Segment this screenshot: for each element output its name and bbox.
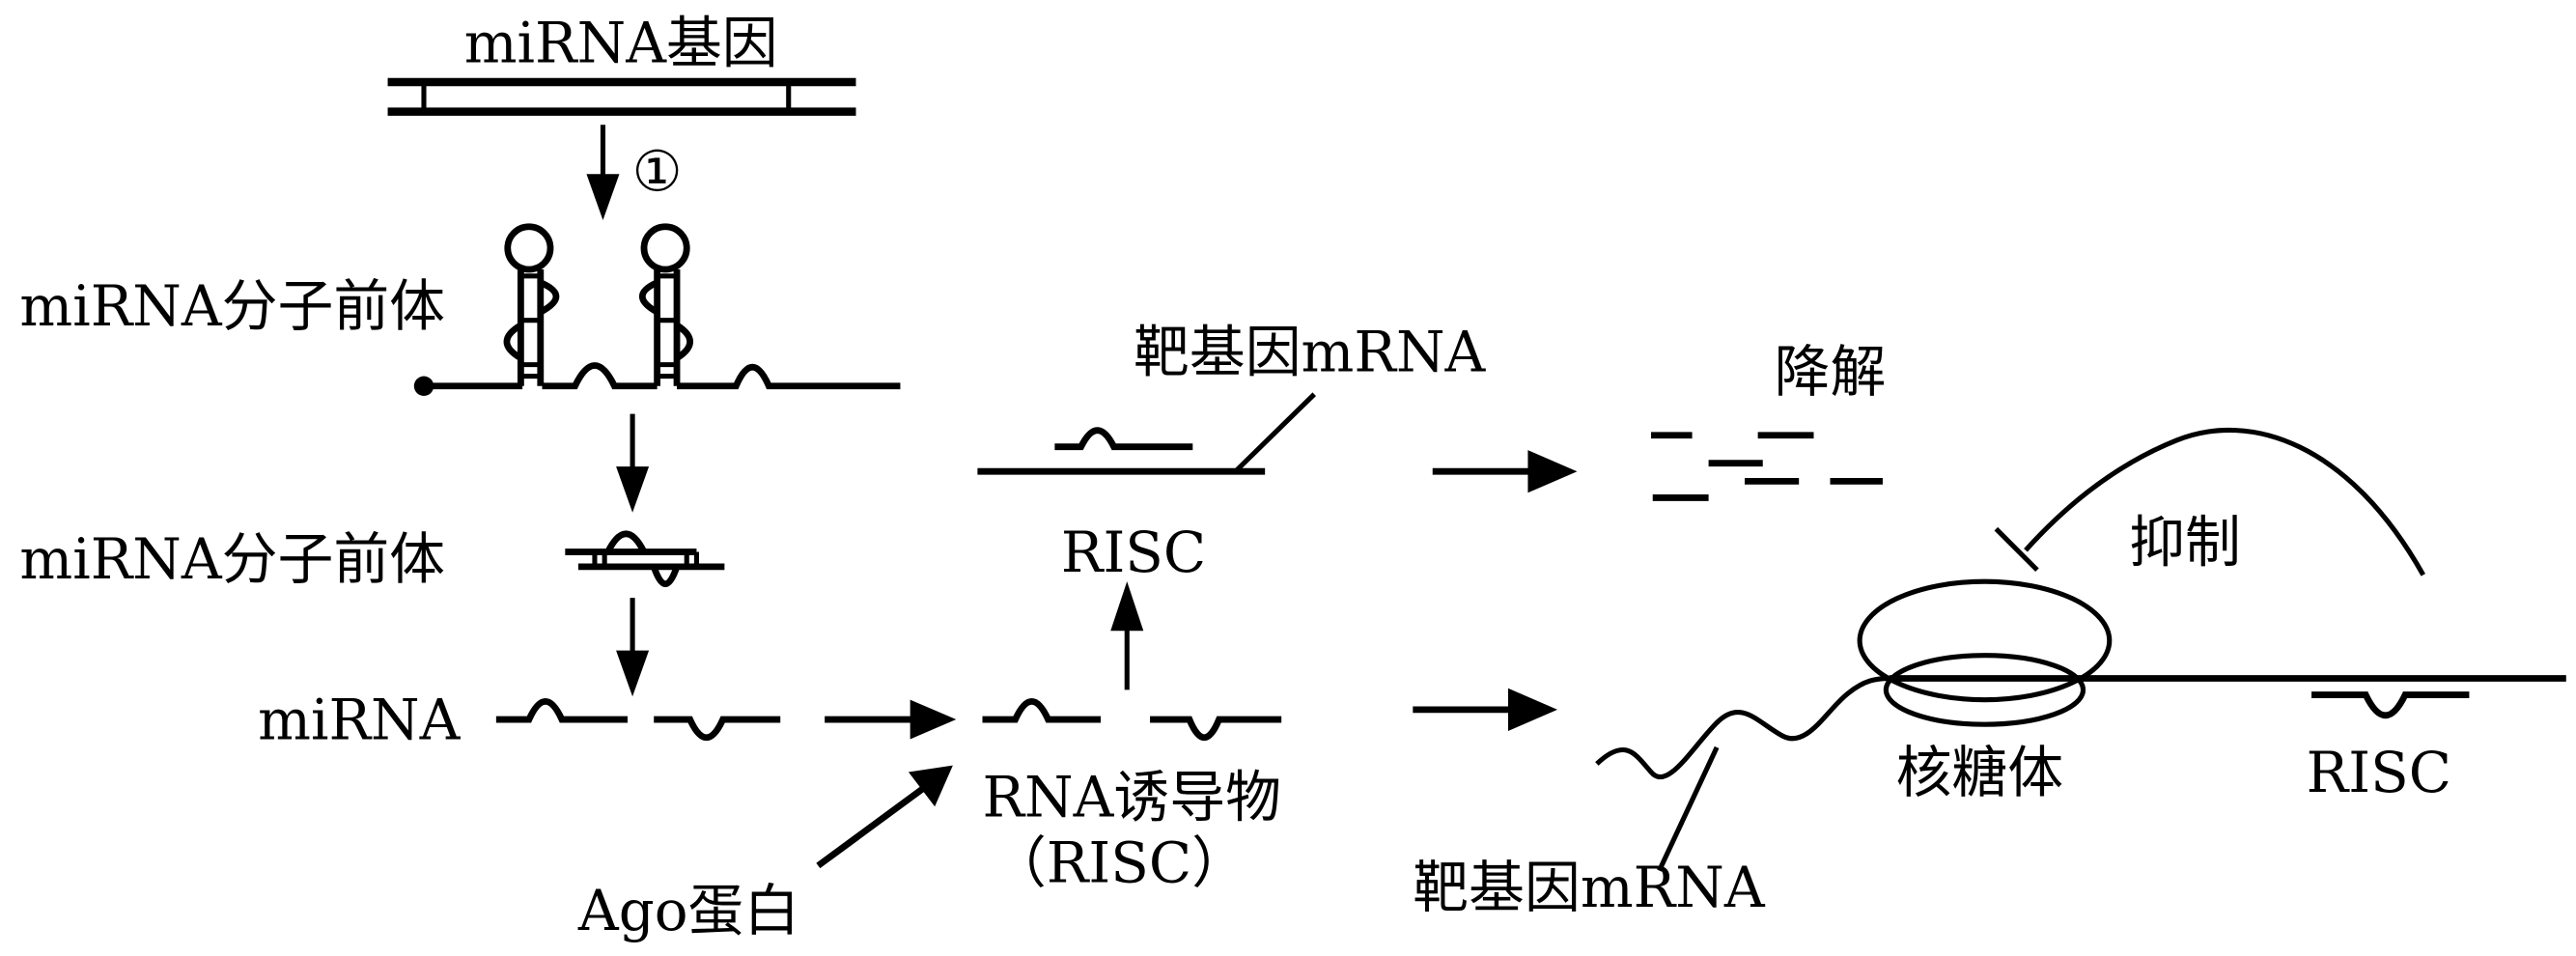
assembly-arrow	[825, 699, 957, 740]
mature-mirna: miRNA	[258, 687, 781, 752]
risc-name-label: RNA诱导物	[983, 764, 1281, 829]
risc-abbr-label: （RISC）	[991, 829, 1247, 895]
ago-protein: Ago蛋白	[577, 765, 953, 943]
risc-bound-label: RISC	[2307, 740, 2451, 805]
ribosome-small-subunit	[1883, 653, 2086, 727]
transcription-arrow: ①	[586, 125, 683, 220]
ribosome-label: 核糖体	[1896, 740, 2064, 805]
mirna-strand-1	[495, 698, 628, 723]
risc-complex: RNA诱导物 （RISC）	[982, 698, 1282, 895]
risc-bound-strand	[2311, 691, 2470, 718]
target-mrna-bottom-label: 靶基因mRNA	[1413, 855, 1766, 920]
target-mrna-cleavage: 靶基因mRNA	[977, 319, 1487, 475]
ago-protein-label: Ago蛋白	[577, 878, 799, 943]
inhibition-label: 抑制	[2129, 510, 2241, 576]
translation-arrow	[1413, 688, 1558, 731]
mirna-label: miRNA	[258, 687, 462, 752]
risc-up-arrow: RISC	[1061, 520, 1206, 690]
target-mrna-wavy	[1595, 675, 1890, 780]
precursor-label-2: miRNA分子前体	[19, 526, 445, 592]
mirna-gene: miRNA基因	[387, 11, 856, 116]
degraded-fragments: 降解	[1651, 339, 1887, 501]
hairpin-2	[638, 223, 693, 386]
risc-strand-1	[982, 698, 1102, 723]
step-1-label: ①	[632, 138, 683, 204]
degradation-label: 降解	[1775, 339, 1887, 405]
processing-arrow-1	[616, 413, 650, 513]
bound-mirna-top	[1054, 427, 1193, 451]
precursor-backbone	[423, 362, 901, 390]
target-mrna-bottom-pointer	[1657, 745, 1720, 872]
target-mrna-top-label: 靶基因mRNA	[1134, 319, 1487, 384]
primary-precursor: miRNA分子前体	[19, 223, 901, 396]
processing-arrow-2	[616, 598, 650, 697]
risc-top-label: RISC	[1061, 520, 1206, 585]
pre-mirna: miRNA分子前体	[19, 526, 725, 592]
precursor-label-1: miRNA分子前体	[19, 273, 445, 339]
translation-inhibition: 核糖体 RISC 抑制 靶基因mRNA	[1413, 427, 2566, 920]
target-mrna-top-pointer	[1233, 392, 1317, 474]
hairpin-1	[503, 223, 560, 386]
ribosome-large-subunit	[1857, 578, 2113, 703]
inhibition-bar-icon	[1994, 526, 2039, 573]
mirna-strand-2	[654, 716, 781, 741]
degradation-arrow	[1432, 450, 1578, 493]
arrow-head	[586, 174, 620, 220]
mirna-gene-label: miRNA基因	[464, 11, 778, 76]
risc-strand-2	[1150, 716, 1282, 741]
inhibition-arc	[2024, 427, 2425, 576]
